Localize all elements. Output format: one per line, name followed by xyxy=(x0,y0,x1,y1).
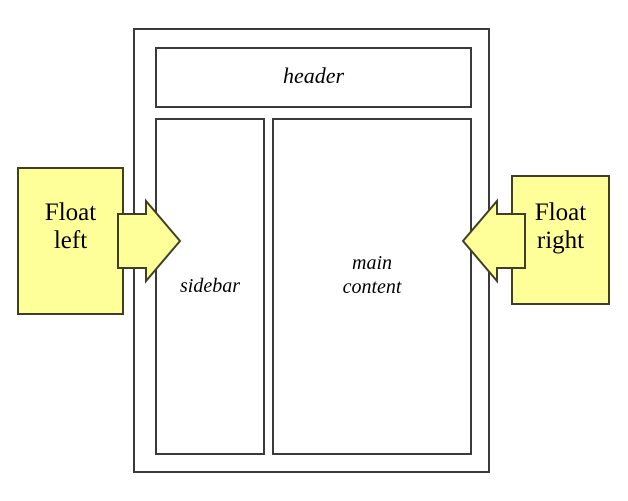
float-right-callout: Float right xyxy=(511,175,610,305)
sidebar-region-box xyxy=(155,118,265,455)
main-content-region-box xyxy=(272,118,472,455)
sidebar-region-label: sidebar xyxy=(180,275,240,297)
arrow-right-icon xyxy=(117,198,182,284)
header-region-box xyxy=(155,47,472,108)
float-left-callout: Float left xyxy=(17,167,124,315)
header-region-label: header xyxy=(282,63,345,88)
float-left-callout-label: Float left xyxy=(44,199,97,254)
main-content-region-label: main content xyxy=(342,252,402,299)
float-right-callout-label: Float right xyxy=(534,199,587,254)
arrow-left-icon xyxy=(461,198,526,284)
